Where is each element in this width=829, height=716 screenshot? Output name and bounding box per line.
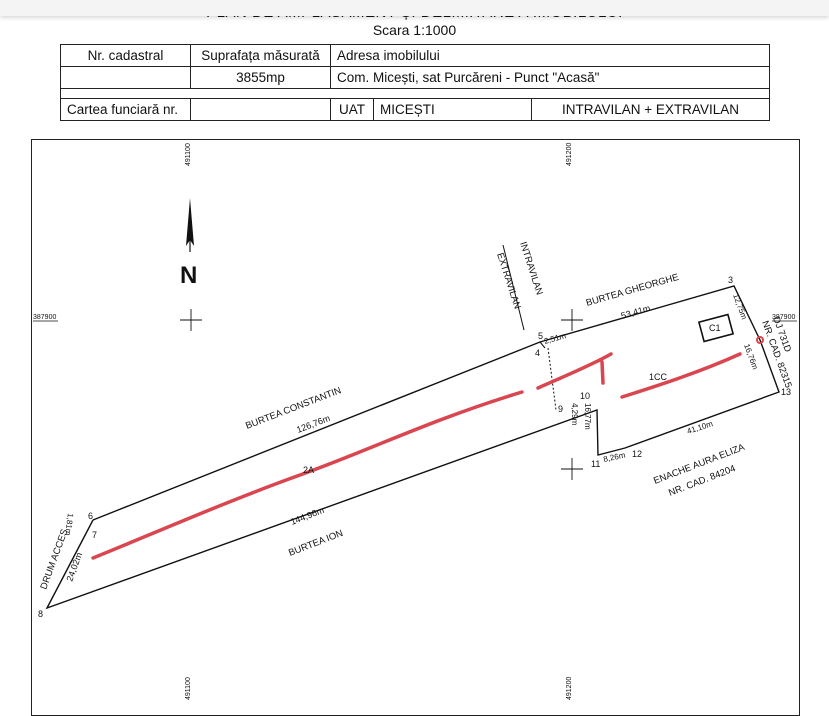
grid-y-left: 387900	[33, 314, 56, 321]
distance-8-6: 24,02m	[64, 551, 84, 583]
distance-9-10: 4,29m	[570, 403, 579, 426]
point-9: 9	[558, 404, 563, 414]
parcel-boundary	[45, 285, 780, 610]
point-6: 6	[88, 511, 93, 521]
scale-label: Scara 1:1000	[372, 22, 457, 38]
grid-x-right-top: 491200	[566, 143, 573, 166]
neighbor-west: DRUM ACCES	[38, 528, 70, 591]
grid-cross-bottom	[561, 458, 583, 480]
uat-label: UAT	[330, 98, 374, 121]
uat-value: MICEȘTI	[373, 98, 532, 121]
building-c1-label: C1	[709, 323, 721, 333]
north-label: N	[180, 262, 197, 289]
distance-3-east: 12,75m	[731, 293, 749, 321]
distance-8-13: 144,96m	[289, 505, 325, 527]
site-plan: 491100 491200 491100 491200 387900 38790…	[33, 143, 797, 700]
zone-value: INTRAVILAN + EXTRAVILAN	[531, 98, 770, 121]
grid-x-left-top: 491100	[185, 143, 192, 166]
grid-x-right-bottom: 491200	[566, 677, 573, 700]
point-11: 11	[591, 459, 600, 469]
annotation-stroke-1	[91, 390, 524, 560]
point-5: 5	[538, 331, 543, 341]
point-4: 4	[535, 348, 540, 358]
annotation-stroke-3	[620, 352, 742, 399]
neighbor-south: BURTEA ION	[287, 528, 345, 559]
intravilan-boundary	[547, 347, 557, 411]
grid-y-right: 387900	[772, 314, 795, 321]
header-surface: Suprafața măsurată	[190, 44, 331, 67]
parcel-1cc-label: 1CC	[649, 372, 668, 382]
grid-cross-right	[561, 309, 583, 331]
distance-east-13: 16,76m	[742, 343, 760, 371]
grid-cross-left	[180, 309, 202, 331]
parcel-2a-label: 2A	[303, 465, 314, 475]
point-12: 12	[632, 449, 642, 459]
north-arrow-icon	[186, 198, 194, 252]
annotation-stroke-2	[536, 352, 613, 390]
neighbor-north-right: BURTEA GHEORGHE	[585, 272, 680, 309]
point-3: 3	[728, 275, 733, 285]
distance-6-7: 1,81m	[63, 513, 75, 536]
building-c1	[697, 313, 735, 343]
distance-4-5: 2,51m	[543, 331, 567, 346]
address-value: Com. Micești, sat Purcăreni - Punct "Aca…	[330, 66, 770, 89]
point-10: 10	[580, 391, 590, 401]
zone-intravilan: INTRAVILAN	[517, 241, 545, 297]
info-table: Nr. cadastral Suprafața măsurată Adresa …	[60, 44, 770, 121]
annotation-dot	[756, 336, 764, 344]
point-7: 7	[92, 530, 97, 540]
distance-12-13: 41,10m	[686, 419, 714, 436]
zone-extravilan: EXTRAVILAN	[494, 252, 523, 311]
carte-label: Cartea funciară nr.	[60, 98, 191, 121]
distance-5-3: 53,41m	[620, 303, 652, 321]
neighbor-north-left: BURTEA CONSTANTIN	[244, 385, 343, 432]
grid-x-left-bottom: 491100	[185, 677, 192, 700]
point-13: 13	[781, 387, 791, 397]
distance-10-11: 16,77m	[583, 403, 592, 430]
window-top-bar	[0, 0, 829, 16]
point-8: 8	[38, 609, 43, 619]
